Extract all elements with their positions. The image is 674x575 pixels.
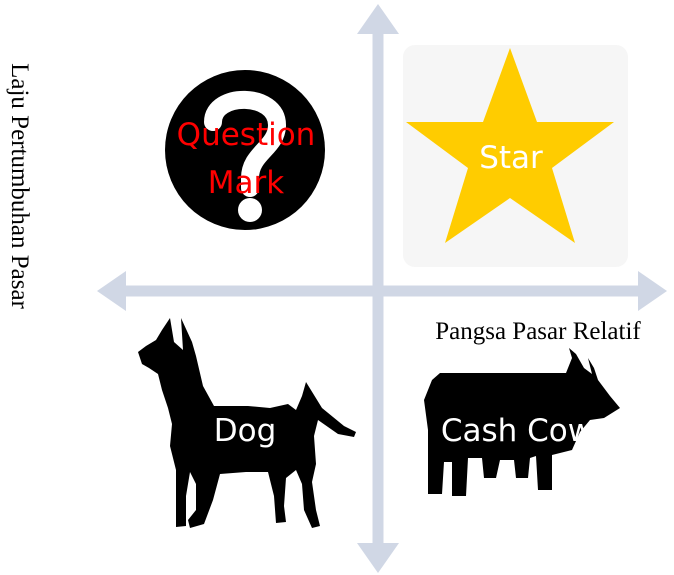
star-quadrant: Star: [403, 45, 628, 267]
dog-icon: [138, 318, 356, 528]
dog-label: Dog: [214, 413, 277, 449]
cow-icon: [424, 348, 620, 496]
question-dot-icon: [238, 198, 262, 222]
question-label-line2: Mark: [208, 165, 284, 201]
left-arrowhead: [97, 271, 126, 311]
down-arrowhead: [357, 543, 399, 573]
star-label: Star: [479, 140, 543, 176]
question-circle-icon: [165, 70, 325, 230]
x-axis-label: Pangsa Pasar Relatif: [435, 318, 641, 345]
up-arrowhead: [357, 4, 399, 34]
y-axis-label: Laju Pertumbuhan Pasar: [6, 63, 33, 309]
right-arrowhead: [638, 271, 667, 311]
cash-cow-quadrant: Cash Cow: [424, 348, 620, 496]
question-mark-quadrant: Question Mark: [165, 70, 325, 230]
cash-cow-label: Cash Cow: [441, 413, 593, 449]
dog-quadrant: Dog: [138, 318, 356, 528]
question-glyph-icon: [204, 90, 287, 197]
axes: [97, 4, 667, 573]
question-label-line1: Question: [177, 117, 316, 153]
star-icon: [406, 48, 614, 243]
